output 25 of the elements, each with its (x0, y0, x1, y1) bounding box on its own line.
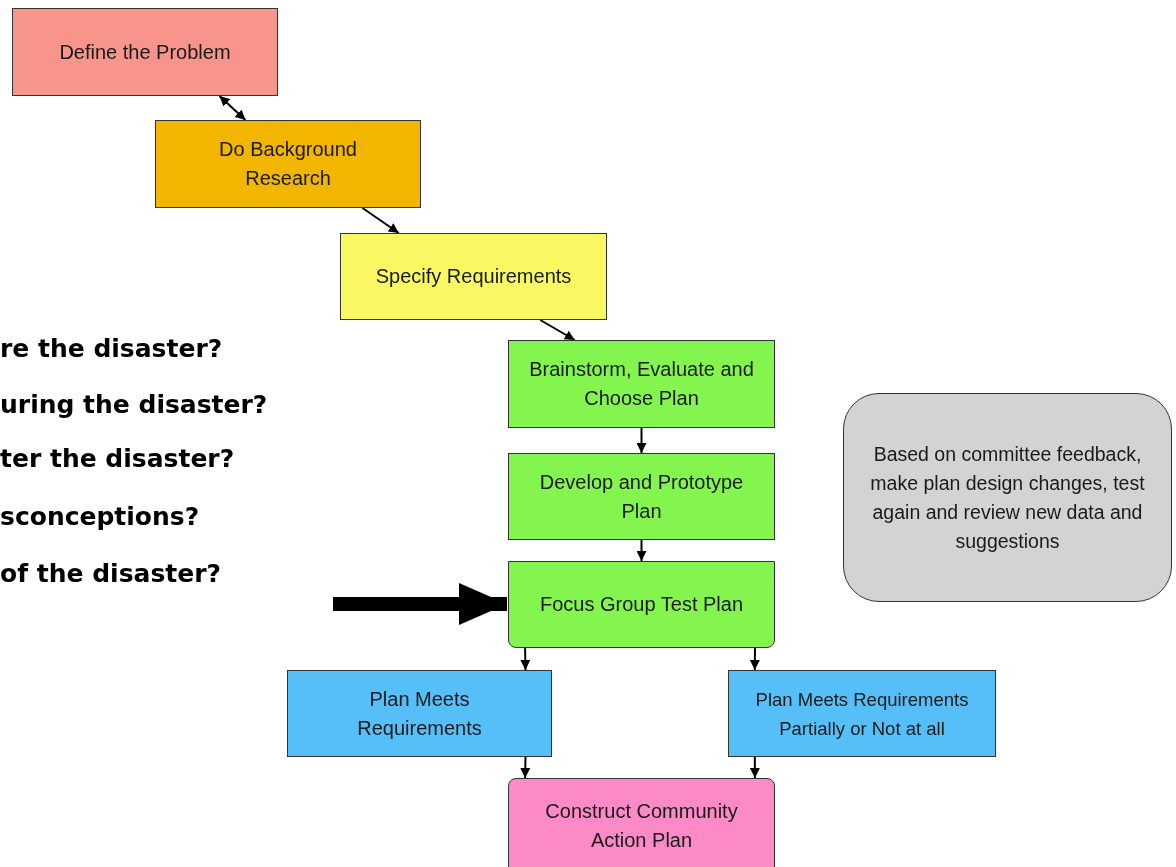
question-text: of the disaster? (0, 559, 221, 588)
process-box: Focus Group Test Plan (508, 561, 775, 648)
arrow (749, 647, 760, 671)
arrow (218, 95, 247, 121)
question-text: uring the disaster? (0, 390, 268, 419)
note-box: Based on committee feedback, make plan design changes, test again and review new data and suggestions (843, 393, 1172, 602)
question-text: sconceptions? (0, 502, 200, 531)
process-box: Construct Community Action Plan (508, 778, 775, 867)
arrow (361, 207, 400, 234)
question-text: re the disaster? (0, 334, 223, 363)
arrow (749, 756, 760, 779)
process-box: Do Background Research (155, 120, 421, 208)
arrow (636, 427, 647, 454)
question-text: ter the disaster? (0, 444, 235, 473)
process-box: Plan Meets Requirements Partially or Not at all (728, 670, 996, 757)
process-box: Specify Requirements (340, 233, 607, 320)
process-box: Define the Problem (12, 8, 278, 96)
pointer-arrow (333, 583, 507, 625)
arrow (636, 539, 647, 562)
arrow (520, 647, 531, 671)
arrow (539, 319, 576, 341)
process-box: Develop and Prototype Plan (508, 453, 775, 540)
process-box: Brainstorm, Evaluate and Choose Plan (508, 340, 775, 428)
process-box: Plan Meets Requirements (287, 670, 552, 757)
arrow (520, 756, 531, 779)
